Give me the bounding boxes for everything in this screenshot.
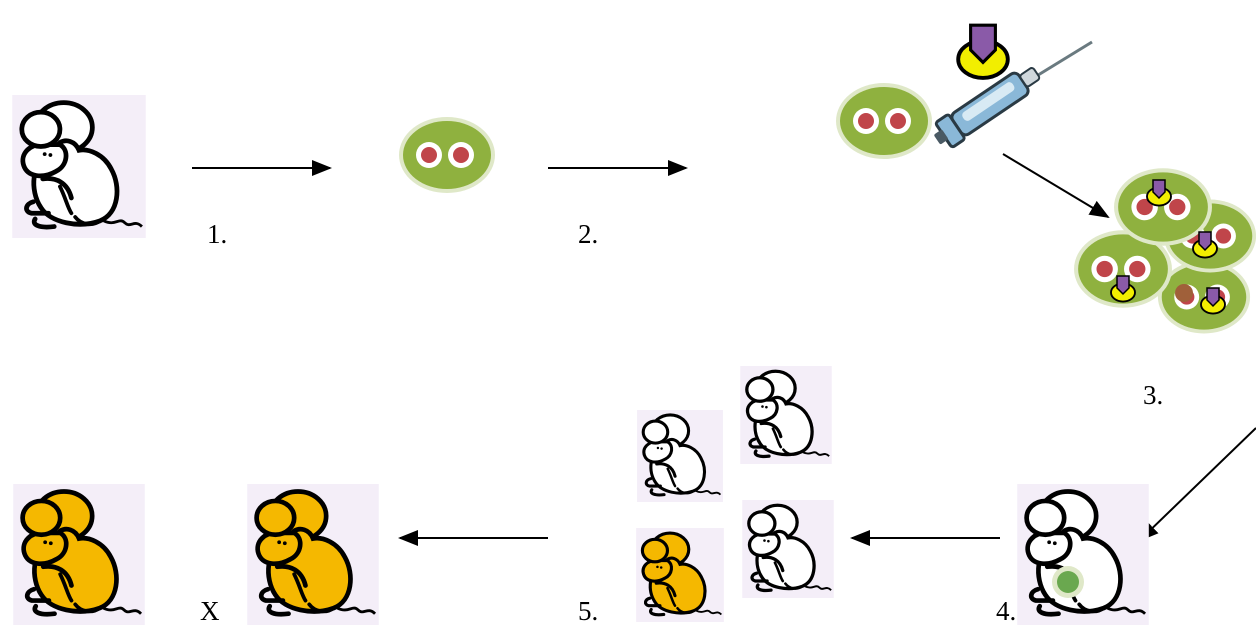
syringe-icon: [934, 40, 1093, 149]
surrogate-mouse: [1017, 484, 1149, 625]
transfected-cell-cluster: [1074, 168, 1256, 334]
stem-cell-for-injection: [836, 83, 932, 159]
step3-label: 3.: [1143, 380, 1163, 410]
embryonic-stem-cell-icon: [399, 117, 495, 193]
step5-label: 5.: [578, 596, 598, 625]
step1-label: 1.: [207, 219, 227, 249]
offspring-litter: [634, 366, 836, 622]
step4-label: 4.: [996, 596, 1016, 625]
implanted-embryo-icon: [1052, 566, 1084, 598]
cross-symbol: X: [200, 596, 220, 625]
arrow-step3: [1138, 427, 1256, 542]
gene-vector-icon: [958, 25, 1008, 78]
arrow-to-cell-cluster: [1002, 153, 1110, 219]
step2-label: 2.: [578, 219, 598, 249]
wildtype-mouse: [12, 95, 145, 238]
chimeric-mouse-left: [13, 484, 145, 625]
chimeric-mouse-right: [247, 484, 379, 625]
